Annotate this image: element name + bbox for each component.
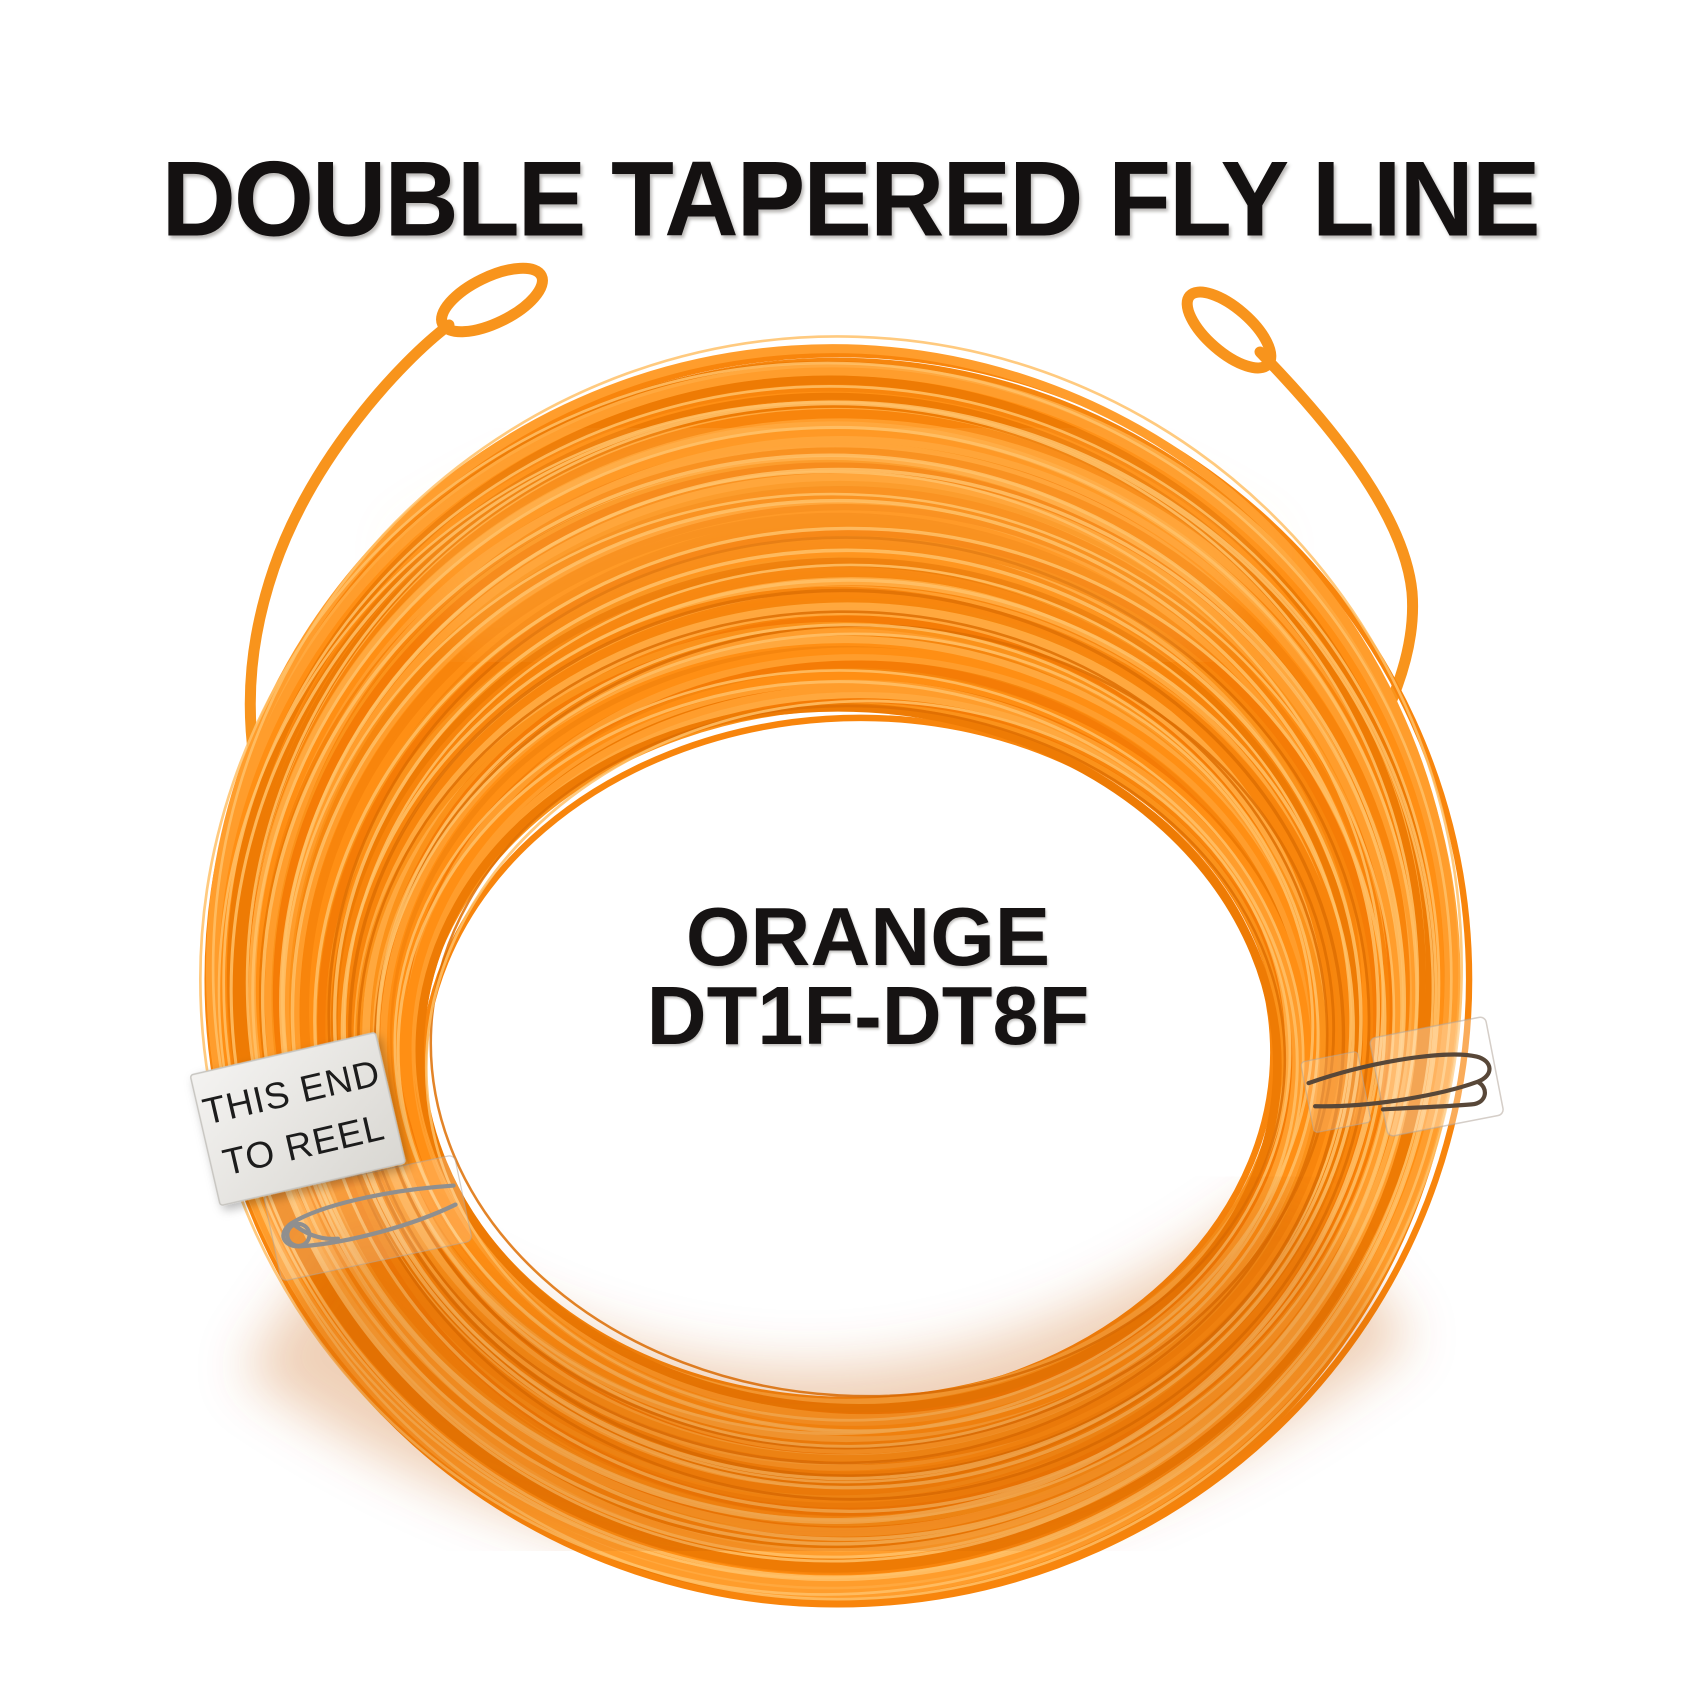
right-clip [1300, 1016, 1504, 1137]
page-title: DOUBLE TAPERED FLY LINE [161, 138, 1540, 259]
reel-tag: THIS END TO REEL [189, 1032, 406, 1206]
variant-color-text: ORANGE [685, 890, 1051, 983]
right-clip-wire [1306, 1052, 1492, 1112]
left-clip-wire-eye [285, 1221, 312, 1248]
right-loop-eye [1181, 286, 1277, 374]
left-loop-eye [436, 262, 548, 338]
reel-tag-paper [189, 1032, 406, 1206]
right-clip-tape-small [1300, 1051, 1372, 1133]
left-clip [263, 1155, 472, 1281]
coil-bottom-shadow [242, 1180, 1411, 1568]
coil-top-highlight [398, 405, 1271, 673]
variant-model-text: DT1F-DT8F [646, 968, 1090, 1062]
product-variant-label: ORANGE DT1F-DT8F [18, 890, 1700, 1062]
